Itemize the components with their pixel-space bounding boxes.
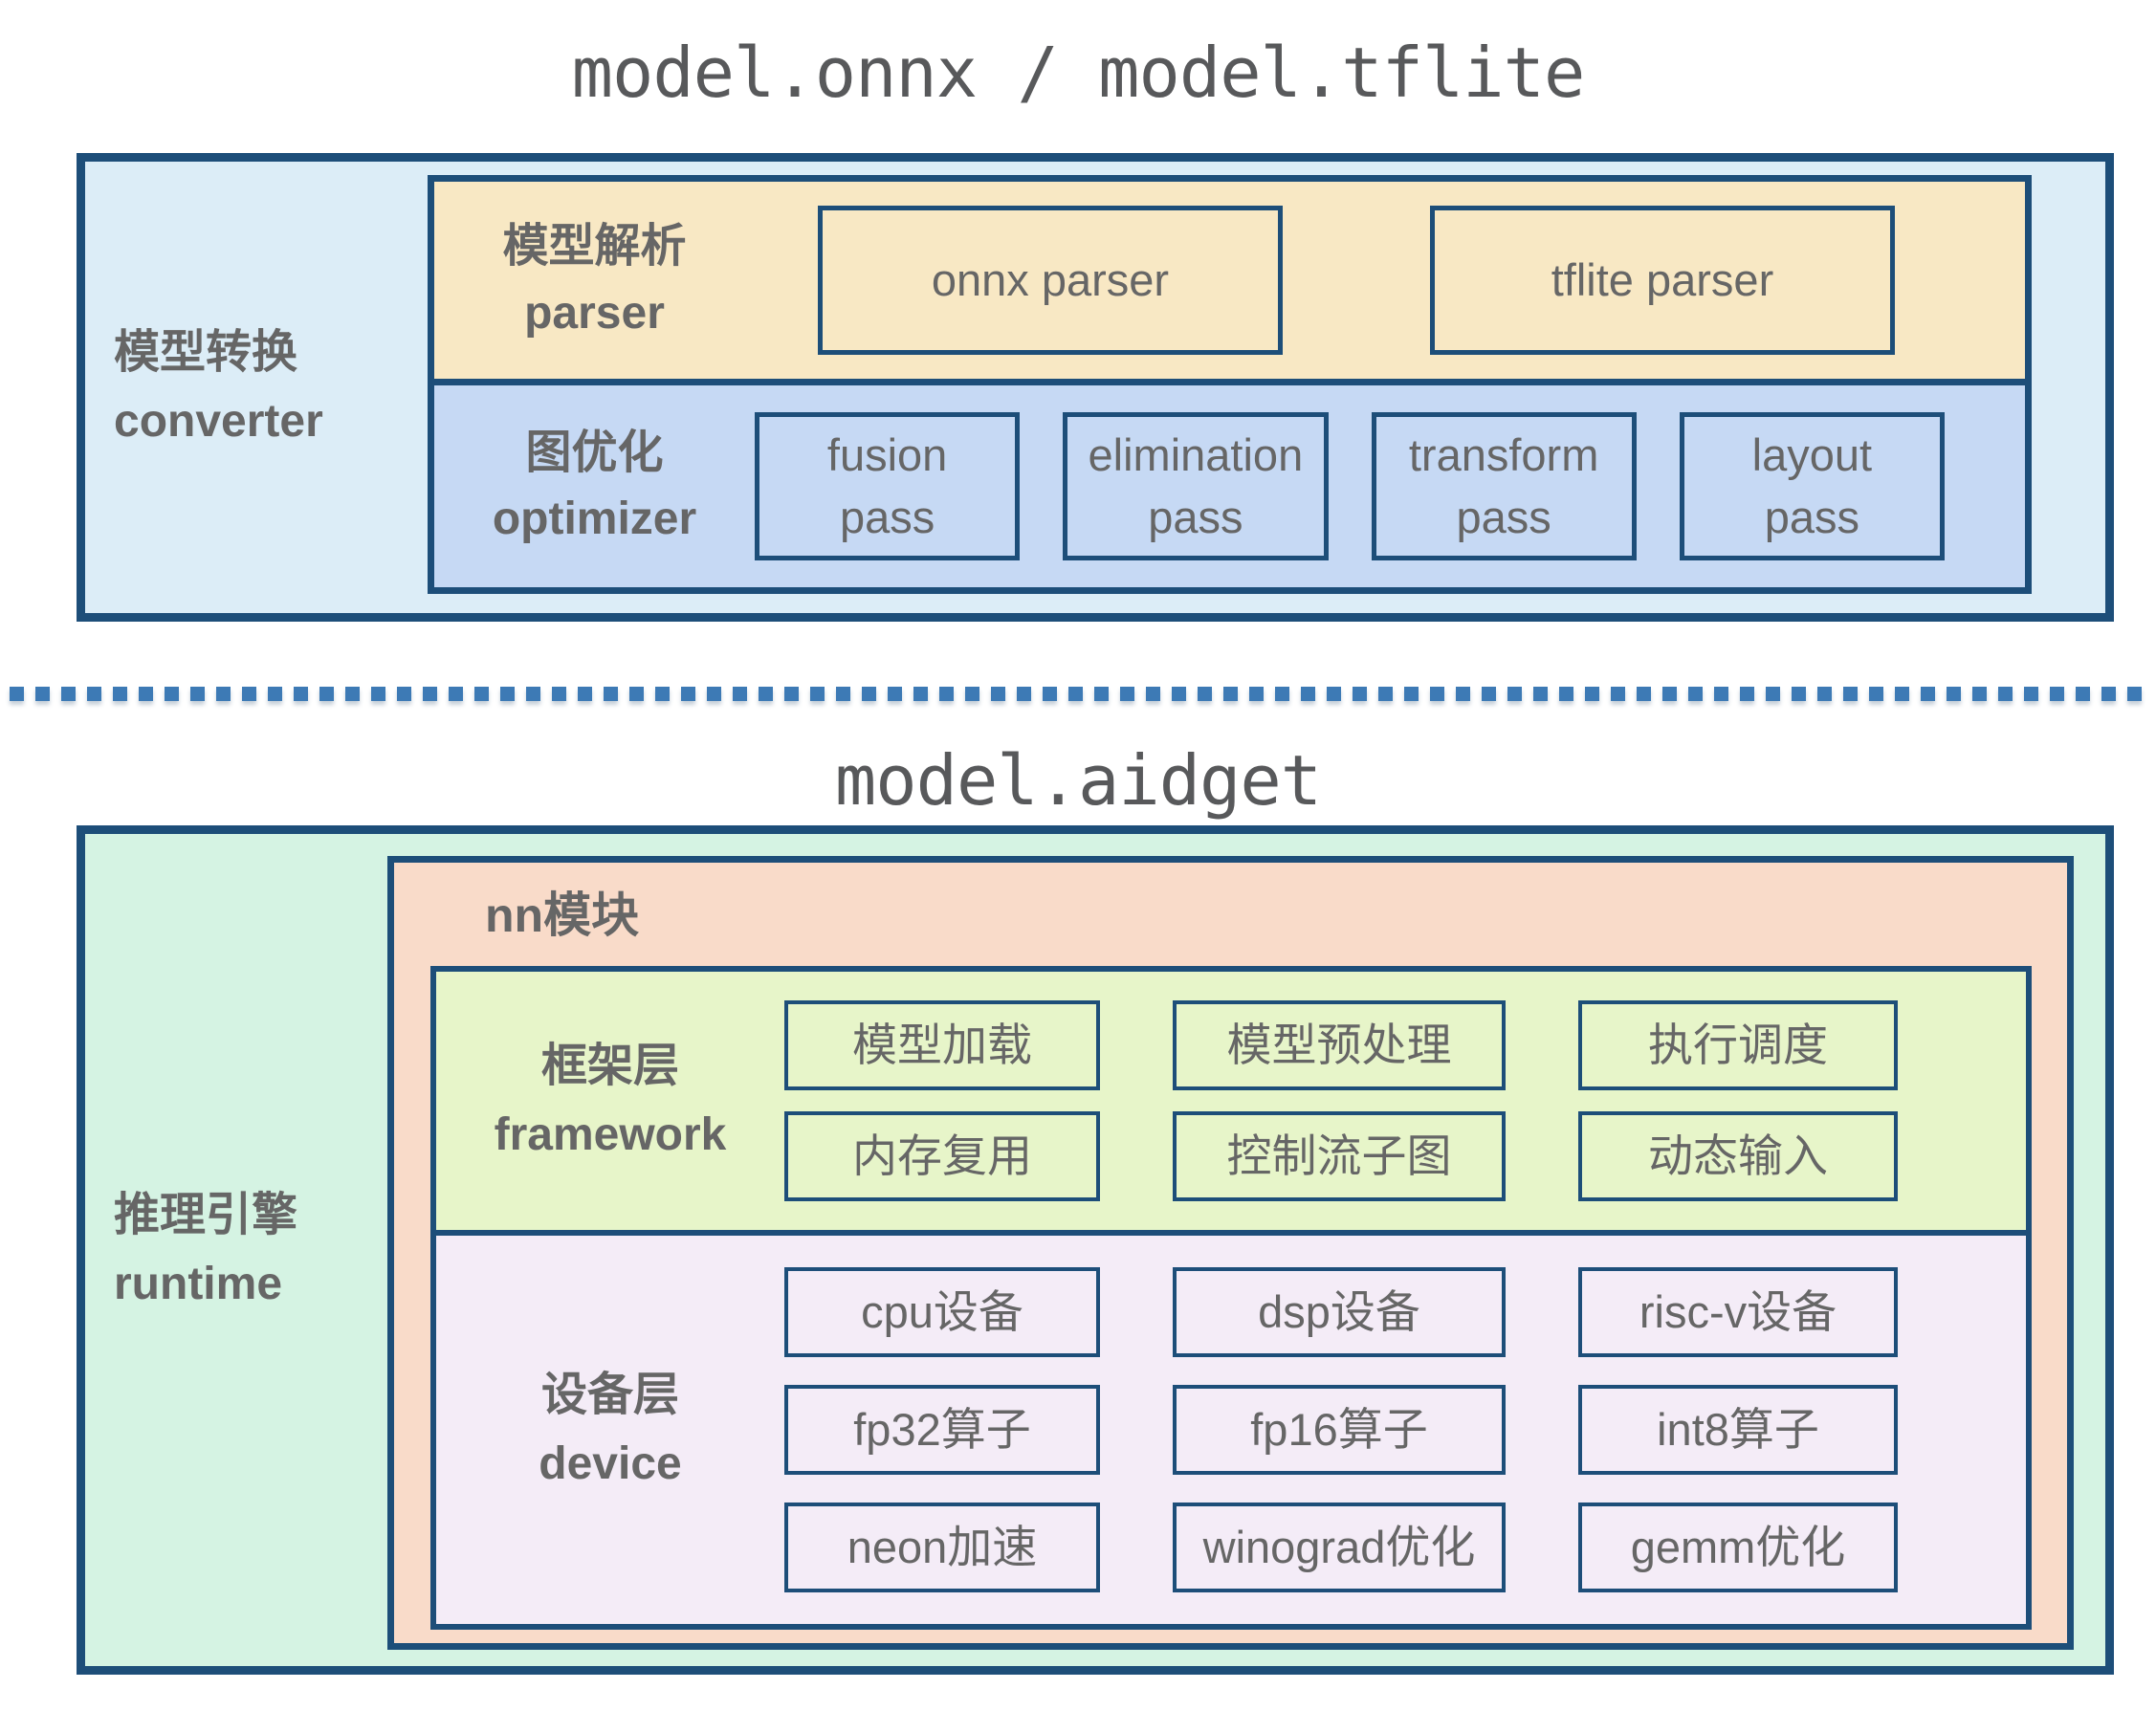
neon-accel-box: neon加速 bbox=[784, 1503, 1100, 1592]
dsp-device-box: dsp设备 bbox=[1173, 1267, 1506, 1357]
optimizer-cells: fusion pass elimination pass transform p… bbox=[755, 385, 2025, 587]
winograd-opt-box: winograd优化 bbox=[1173, 1503, 1506, 1592]
converter-box: 模型转换 converter 模型解析 parser onnx parser t… bbox=[77, 153, 2114, 622]
nn-module-box: nn模块 框架层 framework 模型加载 模型预处理 执行调度 内存复用 … bbox=[387, 856, 2074, 1650]
int8-ops-box: int8算子 bbox=[1578, 1385, 1898, 1475]
fusion-pass-box: fusion pass bbox=[755, 411, 1021, 560]
cpu-device-box: cpu设备 bbox=[784, 1267, 1100, 1357]
model-load-box: 模型加载 bbox=[784, 1000, 1100, 1090]
parser-section: 模型解析 parser onnx parser tflite parser bbox=[428, 175, 2032, 385]
fp32-ops-box: fp32算子 bbox=[784, 1385, 1100, 1475]
device-section: 设备层 device cpu设备 dsp设备 risc-v设备 fp32算子 f… bbox=[430, 1236, 2032, 1630]
dashed-divider bbox=[10, 687, 2146, 701]
framework-grid: 模型加载 模型预处理 执行调度 内存复用 控制流子图 动态输入 bbox=[784, 972, 2026, 1230]
parser-label: 模型解析 parser bbox=[502, 221, 687, 339]
optimizer-label: 图优化 optimizer bbox=[492, 427, 697, 545]
framework-label: 框架层 framework bbox=[494, 1041, 727, 1160]
tflite-parser-box: tflite parser bbox=[1430, 205, 1895, 355]
memory-reuse-box: 内存复用 bbox=[784, 1111, 1100, 1201]
riscv-device-box: risc-v设备 bbox=[1578, 1267, 1898, 1357]
runtime-label: 推理引擎 runtime bbox=[114, 1190, 298, 1309]
device-grid: cpu设备 dsp设备 risc-v设备 fp32算子 fp16算子 int8算… bbox=[784, 1236, 2026, 1624]
runtime-box: 推理引擎 runtime nn模块 框架层 framework 模型加载 模型预… bbox=[77, 825, 2114, 1675]
transform-pass-box: transform pass bbox=[1371, 411, 1637, 560]
converter-inner: 模型解析 parser onnx parser tflite parser 图优… bbox=[428, 175, 2032, 594]
converter-label: 模型转换 converter bbox=[114, 327, 323, 447]
dynamic-input-box: 动态输入 bbox=[1578, 1111, 1898, 1201]
control-flow-subgraph-box: 控制流子图 bbox=[1173, 1111, 1506, 1201]
framework-section: 框架层 framework 模型加载 模型预处理 执行调度 内存复用 控制流子图… bbox=[430, 966, 2032, 1236]
optimizer-section: 图优化 optimizer fusion pass elimination pa… bbox=[428, 384, 2032, 594]
top-title: model.onnx / model.tflite bbox=[571, 33, 1586, 113]
model-preprocess-box: 模型预处理 bbox=[1173, 1000, 1506, 1090]
layout-pass-box: layout pass bbox=[1679, 411, 1945, 560]
parser-cells: onnx parser tflite parser bbox=[755, 182, 2025, 379]
bottom-title: model.aidget bbox=[834, 740, 1322, 821]
nn-module-label: nn模块 bbox=[485, 888, 640, 942]
device-label: 设备层 device bbox=[539, 1370, 682, 1489]
onnx-parser-box: onnx parser bbox=[818, 205, 1283, 355]
elimination-pass-box: elimination pass bbox=[1063, 411, 1329, 560]
gemm-opt-box: gemm优化 bbox=[1578, 1503, 1898, 1592]
exec-schedule-box: 执行调度 bbox=[1578, 1000, 1898, 1090]
fp16-ops-box: fp16算子 bbox=[1173, 1385, 1506, 1475]
